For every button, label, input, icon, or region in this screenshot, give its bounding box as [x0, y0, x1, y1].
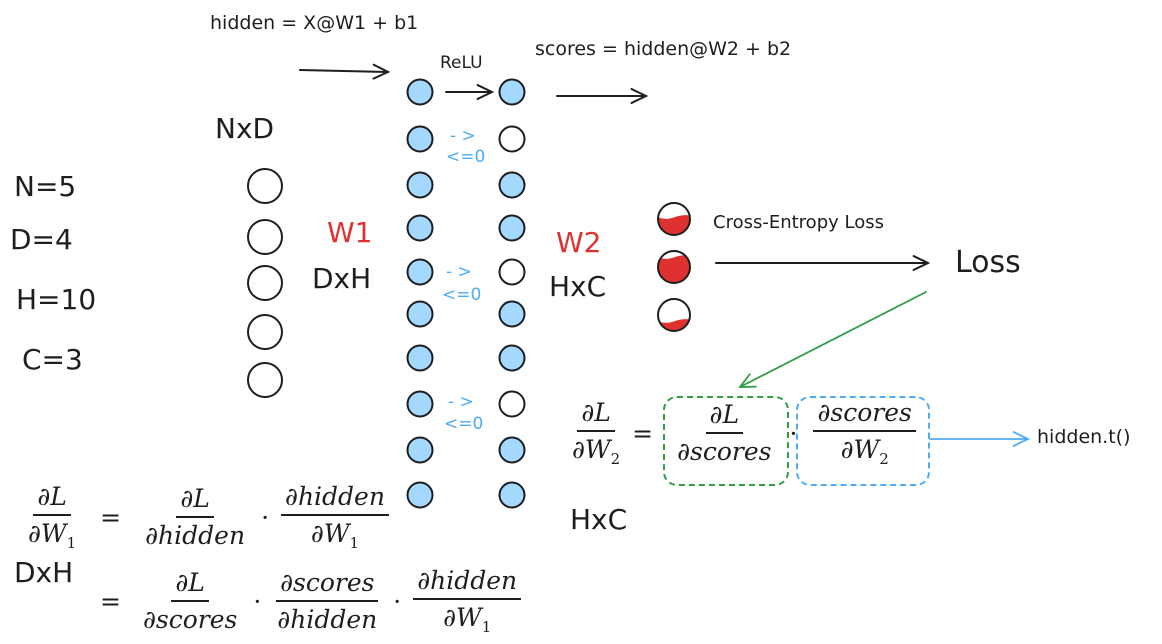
grad-w2-equation: ∂L ∂W2 = ∂L ∂scores · ∂scores ∂W2 — [562, 398, 922, 468]
gradient-backprop-arrow — [738, 291, 927, 388]
loss-function-label: Cross-Entropy Loss — [713, 212, 884, 233]
hidden-zeroed-node — [498, 390, 526, 418]
relu-zero-arrow-1: - > — [450, 126, 476, 146]
input-node — [247, 265, 283, 301]
relu-zero-cond-3: <=0 — [444, 414, 484, 434]
hidden-pre-activation-node — [406, 481, 434, 509]
hidden-transpose-label: hidden.t() — [1037, 426, 1131, 448]
hidden-pre-activation-node — [406, 78, 434, 106]
cross-entropy-arrow — [715, 255, 931, 271]
upstream-gradient-box — [663, 396, 789, 486]
hidden-pre-activation-node — [406, 125, 434, 153]
n-label: N=5 — [14, 170, 77, 203]
hidden-pre-activation-node — [406, 258, 434, 286]
grad-loss-wrt-hidden: ∂L ∂hidden — [145, 484, 246, 550]
output-node — [657, 298, 691, 332]
input-shape-label: NxD — [215, 112, 275, 145]
c-label: C=3 — [22, 343, 83, 376]
local-gradient-box — [796, 396, 930, 486]
w2-shape-label: HxC — [549, 270, 607, 303]
output-node — [657, 250, 691, 284]
relu-zero-cond-2: <=0 — [442, 285, 482, 305]
hidden-active-node — [498, 300, 526, 328]
relu-zero-arrow-2: - > — [446, 262, 472, 282]
grad-w2-shape-label: HxC — [570, 503, 628, 536]
input-node — [247, 314, 283, 350]
hidden-pre-activation-node — [406, 214, 434, 242]
hidden-equation: hidden = X@W1 + b1 — [210, 12, 419, 34]
grad-w1-expanded-equation: = ∂L ∂scores · ∂scores ∂hidden · ∂hidden… — [100, 566, 527, 636]
relu-arrow — [445, 84, 495, 100]
hidden-active-node — [498, 344, 526, 372]
hidden-active-node — [498, 171, 526, 199]
grad-w1-lhs: ∂L ∂W1 — [28, 482, 77, 552]
hidden-active-node — [498, 214, 526, 242]
output-probability-fill — [658, 215, 690, 235]
relu-zero-arrow-3: - > — [448, 392, 474, 412]
relu-label: ReLU — [440, 53, 483, 73]
hidden-pre-activation-node — [406, 171, 434, 199]
hidden-active-node — [498, 436, 526, 464]
hidden-pre-activation-node — [406, 344, 434, 372]
grad-hidden-wrt-w1: ∂hidden ∂W1 — [281, 482, 389, 552]
hidden-pre-activation-node — [406, 390, 434, 418]
grad-w1-equation: ∂L ∂W1 = ∂L ∂hidden · ∂hidden ∂W1 — [18, 482, 395, 552]
hidden-to-scores-arrow — [556, 88, 649, 104]
w1-shape-label: DxH — [312, 262, 372, 295]
output-node — [657, 202, 691, 236]
grad-scores-wrt-hidden: ∂scores ∂hidden — [276, 568, 379, 634]
grad-w2-lhs: ∂L ∂W2 — [572, 398, 621, 468]
grad-scores-wrt-w2: ∂scores ∂W2 — [813, 398, 916, 468]
local-gradient-result-arrow — [929, 431, 1031, 447]
input-node — [247, 362, 283, 398]
input-node — [247, 219, 283, 255]
input-to-hidden-arrow — [299, 63, 391, 80]
hidden-pre-activation-node — [406, 436, 434, 464]
grad-loss-wrt-scores-2: ∂L ∂scores — [142, 568, 238, 634]
hidden-active-node — [498, 78, 526, 106]
scores-equation: scores = hidden@W2 + b2 — [535, 38, 792, 60]
hidden-zeroed-node — [498, 258, 526, 286]
w2-label: W2 — [556, 226, 602, 259]
hidden-zeroed-node — [498, 125, 526, 153]
h-label: H=10 — [16, 283, 97, 316]
hidden-active-node — [498, 481, 526, 509]
output-probability-fill — [658, 255, 690, 283]
grad-hidden-wrt-w1-2: ∂hidden ∂W1 — [413, 566, 522, 636]
hidden-pre-activation-node — [406, 300, 434, 328]
relu-zero-cond-1: <=0 — [446, 147, 486, 167]
grad-w1-shape-label: DxH — [14, 556, 74, 589]
d-label: D=4 — [10, 223, 73, 256]
loss-label: Loss — [955, 245, 1021, 280]
w1-label: W1 — [327, 216, 373, 249]
grad-loss-wrt-scores: ∂L ∂scores — [677, 400, 772, 466]
input-node — [247, 168, 283, 204]
